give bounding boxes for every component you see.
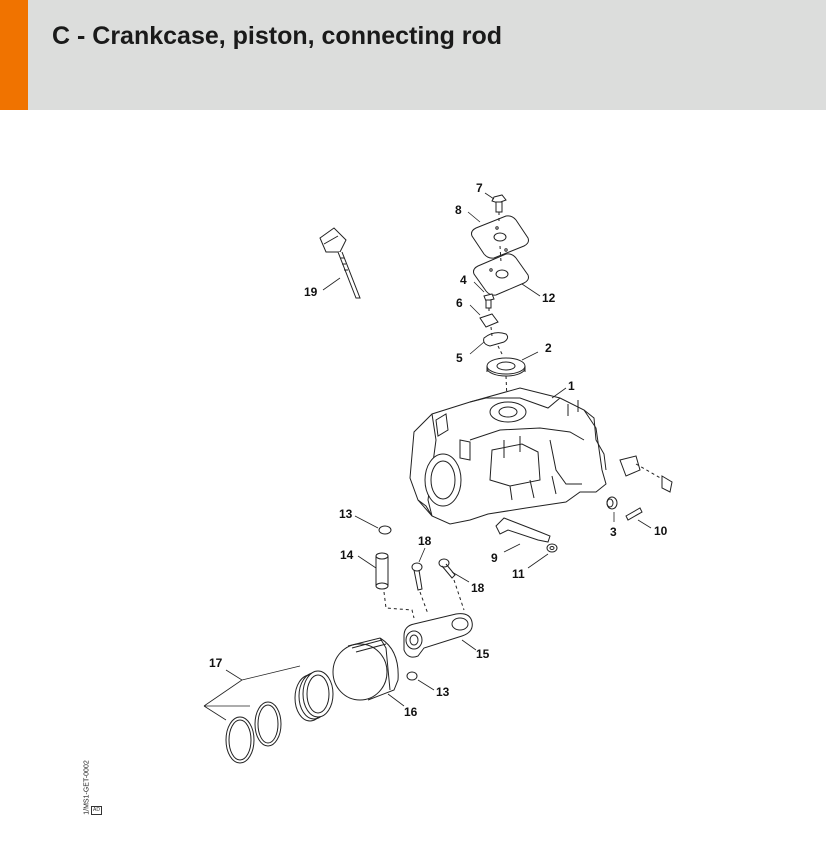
drawing-code-box: AD [91,806,102,815]
part-18-bolt-left[interactable] [411,562,423,591]
callout-12: 12 [542,291,556,305]
callout-5: 5 [456,351,463,365]
part-1-crankcase[interactable] [409,387,607,525]
leader-lines [203,192,652,721]
part-19-dipstick[interactable] [319,227,361,299]
callout-9: 9 [491,551,498,565]
part-15-connecting-rod[interactable] [403,613,473,658]
part-8-cover-plate[interactable] [471,215,529,259]
callout-16: 16 [404,705,418,719]
part-14-piston-pin[interactable] [375,552,389,590]
callout-18-left: 18 [418,534,432,548]
part-13-circlip-top[interactable] [378,525,392,535]
part-11-washer[interactable] [546,543,558,553]
part-2-oil-seal[interactable] [486,357,526,377]
callout-17: 17 [209,656,223,670]
callout-2: 2 [545,341,552,355]
exploded-parts-diagram: 7 8 12 4 6 5 2 1 19 3 10 9 11 13 14 18 1… [203,181,673,764]
part-12-gasket[interactable] [473,253,529,296]
part-3-plug[interactable] [606,496,618,510]
callout-15: 15 [476,647,490,661]
callout-6: 6 [456,296,463,310]
part-18-bolt-right[interactable] [438,558,456,579]
part-4-screw[interactable] [483,293,495,309]
accent-bar [0,0,28,110]
callout-10: 10 [654,524,668,538]
callout-13-bottom: 13 [436,685,450,699]
part-17-piston-rings[interactable] [225,670,334,764]
page-header [0,0,826,110]
part-6-plate[interactable] [479,313,499,328]
callout-14: 14 [340,548,354,562]
callout-8: 8 [455,203,462,217]
part-13-circlip-bottom[interactable] [406,671,418,681]
callout-13-top: 13 [339,507,353,521]
callout-11: 11 [512,567,525,581]
callout-7: 7 [476,181,483,195]
drawing-code-text: 1/MS1-GET-0002 [83,760,91,815]
page-title: C - Crankcase, piston, connecting rod [52,22,503,50]
part-7-screw[interactable] [491,194,507,213]
part-10-pin[interactable] [625,507,643,521]
callout-4: 4 [460,273,467,287]
callout-19: 19 [304,285,318,299]
bracket-assembly[interactable] [619,455,673,493]
callout-3: 3 [610,525,617,539]
part-9-lever[interactable] [495,517,551,543]
callout-1: 1 [568,379,575,393]
part-5-clip[interactable] [483,332,509,347]
part-16-piston[interactable] [332,637,399,701]
callout-18-right: 18 [471,581,485,595]
